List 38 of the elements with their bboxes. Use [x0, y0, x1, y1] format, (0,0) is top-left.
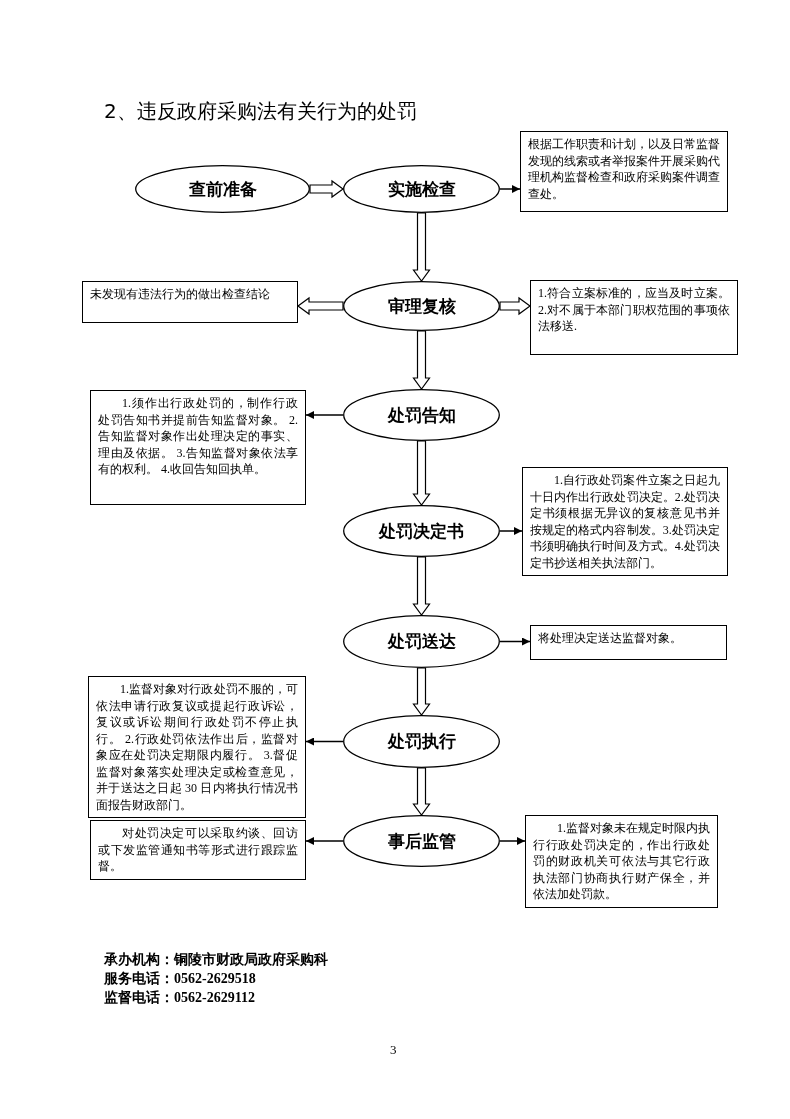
block-arrow [309, 179, 345, 199]
note-box: 1.符合立案标准的，应当及时立案。 2.对不属于本部门职权范围的事项依法移送. [530, 280, 738, 355]
arrow [305, 411, 344, 419]
arrow [499, 527, 523, 535]
process-ellipse: 处罚执行 [343, 715, 500, 768]
note-box: 根据工作职责和计划，以及日常监督发现的线索或者举报案件开展采购代理机构监督检查和政府采购案件调查查处。 [520, 131, 728, 212]
block-arrow [412, 667, 431, 717]
contact-line: 承办机构：铜陵市财政局政府采购科 [104, 951, 328, 969]
note-box: 1.须作出行政处罚的，制作行政处罚告知书并提前告知监督对象。 2.告知监督对象作出处理决定的事实、理由及依据。 3.告知监督对象依法享有的权利。 4.收回告知回执单。 [90, 390, 306, 505]
block-arrow [412, 330, 431, 391]
note-box: 对处罚决定可以采取约谈、回访或下发监管通知书等形式进行跟踪监督。 [90, 820, 306, 880]
block-arrow [412, 212, 431, 283]
heading: 2、违反政府采购法有关行为的处罚 [104, 98, 417, 125]
process-ellipse: 处罚送达 [343, 615, 500, 668]
process-ellipse: 实施检查 [343, 165, 500, 213]
block-arrow [499, 296, 532, 316]
contact-line: 服务电话：0562-2629518 [104, 970, 256, 988]
arrow [305, 737, 344, 746]
arrow [499, 185, 521, 193]
arrow [305, 837, 344, 845]
arrow [499, 837, 526, 845]
process-ellipse: 处罚决定书 [343, 505, 500, 557]
note-box: 1.监督对象对行政处罚不服的，可依法申请行政复议或提起行政诉讼，复议或诉讼期间行政处罚不停止执行。 2.行政处罚依法作出后，监督对象应在处罚决定期限内履行。 3.督促监督对象落实处理决定或检查意见，并于送达之日起 30 日内将执行情况书面报告财政部门。 [88, 676, 306, 818]
note-box: 1.监督对象未在规定时限内执行行政处罚决定的，作出行政处罚的财政机关可依法与其它行政执法部门协商执行财产保全，并依法加处罚款。 [525, 815, 718, 908]
process-ellipse: 事后监管 [343, 815, 500, 867]
note-box: 1.自行政处罚案件立案之日起九十日内作出行政处罚决定。2.处罚决定书须根据无异议的复核意见书并按规定的格式内容制发。3.处罚决定书须明确执行时间及方式。4.处罚决定书抄送相关执法部门。 [522, 467, 728, 576]
note-box: 未发现有违法行为的做出检查结论 [82, 281, 298, 323]
block-arrow [412, 767, 431, 817]
process-ellipse: 查前准备 [135, 165, 310, 213]
block-arrow [412, 556, 431, 617]
note-box: 将处理决定送达监督对象。 [530, 625, 727, 660]
block-arrow [412, 440, 431, 507]
contact-line: 监督电话：0562-2629112 [104, 989, 255, 1007]
block-arrow [296, 296, 344, 316]
process-ellipse: 审理复核 [343, 281, 500, 331]
arrow [499, 637, 531, 646]
page-number: 3 [390, 1042, 397, 1058]
process-ellipse: 处罚告知 [343, 389, 500, 441]
